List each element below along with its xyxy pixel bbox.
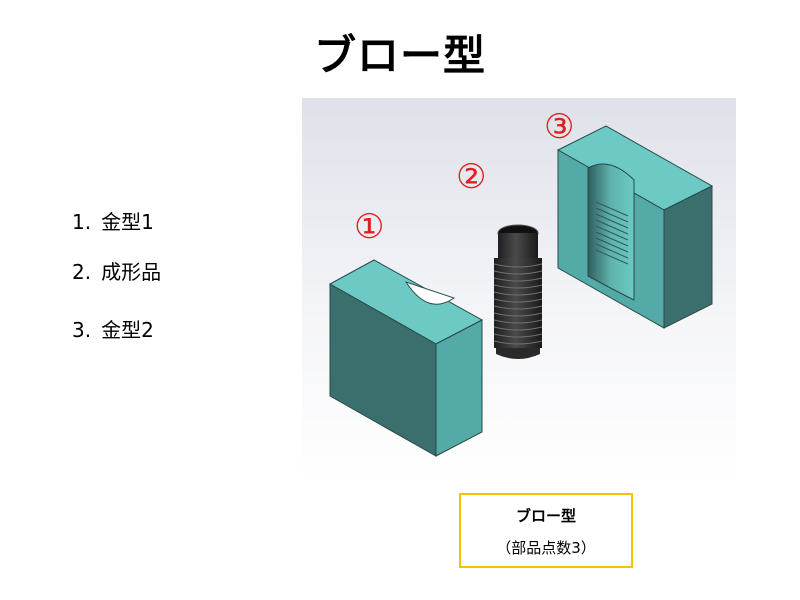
mold-render: ① ② ③ bbox=[302, 98, 736, 482]
list-item: 1. 金型1 bbox=[72, 206, 154, 235]
mold-2 bbox=[556, 125, 714, 329]
mold-2-side-face bbox=[663, 185, 713, 329]
page-title: ブロー型 bbox=[313, 31, 486, 80]
mold-2-cavity-ridges bbox=[595, 201, 629, 265]
part-base bbox=[496, 348, 540, 359]
list-item-number: 3. bbox=[72, 318, 92, 342]
mold-1-side-face bbox=[435, 319, 483, 457]
list-item-number: 2. bbox=[72, 260, 92, 284]
list-item-label: 金型2 bbox=[101, 318, 154, 342]
mold-2-cavity bbox=[587, 163, 635, 301]
part-body bbox=[494, 258, 542, 348]
part-ridges bbox=[493, 263, 543, 345]
marker-2: ② bbox=[456, 157, 486, 197]
callout-title: ブロー型 bbox=[515, 507, 576, 525]
mold-1-cavity bbox=[404, 281, 456, 305]
list-item: 3. 金型2 bbox=[72, 314, 154, 343]
summary-callout: ブロー型 （部品点数3） bbox=[459, 493, 633, 568]
mold-1 bbox=[328, 259, 484, 457]
callout-subtitle: （部品点数3） bbox=[496, 539, 596, 557]
marker-3: ③ bbox=[544, 107, 574, 147]
molded-part bbox=[493, 224, 543, 359]
list-item-label: 金型1 bbox=[101, 210, 154, 234]
list-item-label: 成形品 bbox=[101, 260, 162, 284]
part-neck bbox=[498, 233, 538, 259]
marker-1: ① bbox=[354, 207, 384, 247]
list-item: 2. 成形品 bbox=[72, 256, 161, 285]
list-item-number: 1. bbox=[72, 210, 92, 234]
